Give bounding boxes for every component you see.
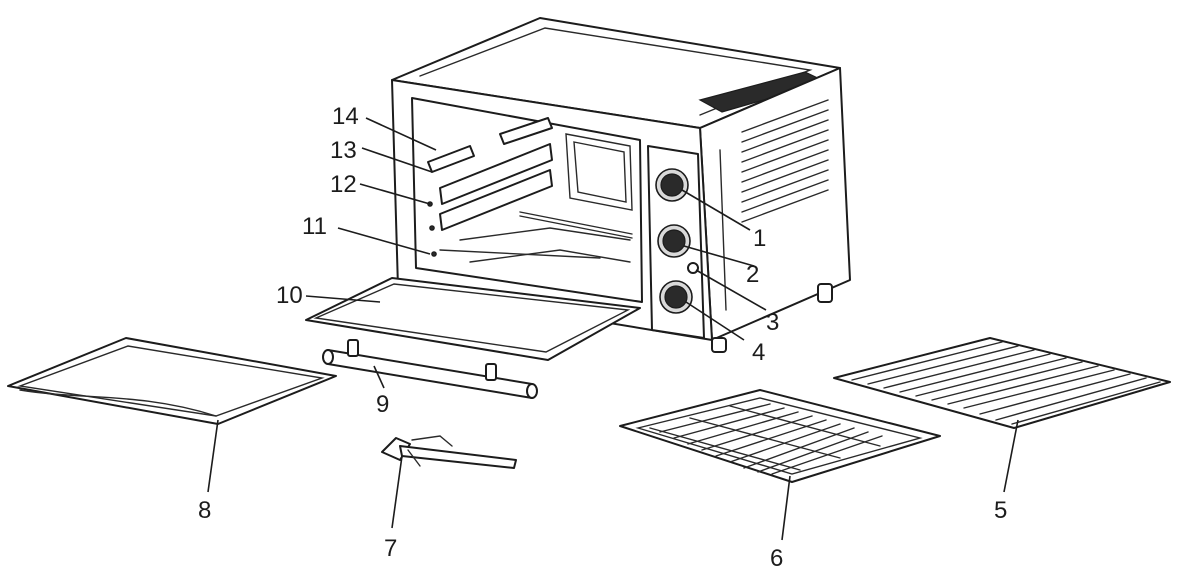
callout-9: 9 xyxy=(376,391,389,418)
tray-handle xyxy=(381,435,517,469)
callout-13: 13 xyxy=(330,137,357,164)
side-vents xyxy=(719,99,829,311)
callout-labels: 1 2 3 4 5 6 7 8 9 10 11 12 13 14 xyxy=(198,103,1007,570)
wire-rack xyxy=(833,337,1171,429)
callout-11: 11 xyxy=(302,213,327,240)
callout-8: 8 xyxy=(198,497,211,524)
door-handle xyxy=(322,339,538,399)
temperature-knob xyxy=(657,224,691,258)
glass-door xyxy=(305,277,641,361)
callout-4: 4 xyxy=(752,339,765,366)
function-knob xyxy=(659,280,693,314)
rack-wires xyxy=(851,341,1161,425)
crumb-tray xyxy=(7,337,337,425)
callout-1: 1 xyxy=(753,225,766,252)
pan-grid xyxy=(649,403,883,475)
callout-7: 7 xyxy=(384,535,397,562)
callout-5: 5 xyxy=(994,497,1007,524)
callout-3: 3 xyxy=(766,309,779,336)
callout-14: 14 xyxy=(332,103,359,130)
callout-12: 12 xyxy=(330,171,357,198)
callout-6: 6 xyxy=(770,545,783,570)
leader-lines xyxy=(207,117,1019,541)
baking-pan xyxy=(619,389,941,483)
timer-knob xyxy=(655,168,689,202)
oven-body xyxy=(391,17,851,353)
callout-10: 10 xyxy=(276,282,303,309)
indicator-light xyxy=(687,262,699,274)
callout-2: 2 xyxy=(746,261,759,288)
